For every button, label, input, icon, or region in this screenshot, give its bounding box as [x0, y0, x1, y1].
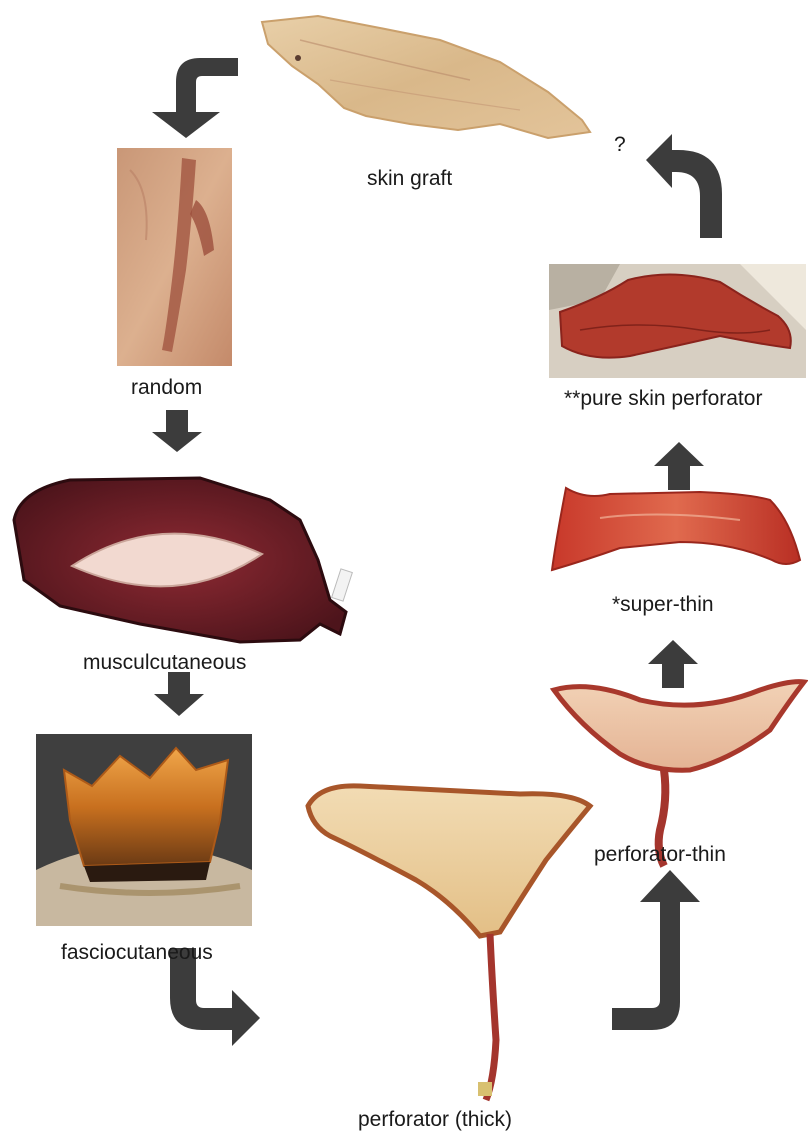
curved-arrow-icon [152, 58, 238, 138]
up-arrow-icon [654, 442, 704, 490]
skin-graft-label: skin graft [367, 168, 452, 189]
random-flap-photo [117, 148, 232, 366]
pure-skin-perforator-flap-label: **pure skin perforator [564, 388, 762, 409]
perforator-thick-flap-photo [308, 786, 590, 1100]
fasciocutaneous-flap-label: fasciocutaneous [61, 942, 213, 963]
super-thin-flap-label: *super-thin [612, 594, 714, 615]
curved-arrow-icon [646, 134, 722, 238]
fasciocutaneous-flap-photo [36, 734, 252, 926]
perforator-thin-flap-label: perforator-thin [594, 844, 726, 865]
skin-graft-photo [262, 16, 590, 138]
perforator-thick-flap-label: perforator (thick) [358, 1109, 512, 1130]
musculocutaneous-flap-label: musculcutaneous [83, 652, 246, 673]
down-arrow-icon [154, 672, 204, 716]
up-arrow-icon [648, 640, 698, 688]
pure-skin-perforator-flap-photo [549, 264, 806, 378]
perforator-thin-flap-photo [554, 682, 804, 866]
super-thin-flap-photo [552, 488, 800, 570]
musculocutaneous-flap-photo [14, 478, 352, 642]
random-flap-label: random [131, 377, 202, 398]
curved-arrow-icon [612, 870, 700, 1030]
down-arrow-icon [152, 410, 202, 452]
unknown-next-stage-label: ? [614, 134, 626, 155]
